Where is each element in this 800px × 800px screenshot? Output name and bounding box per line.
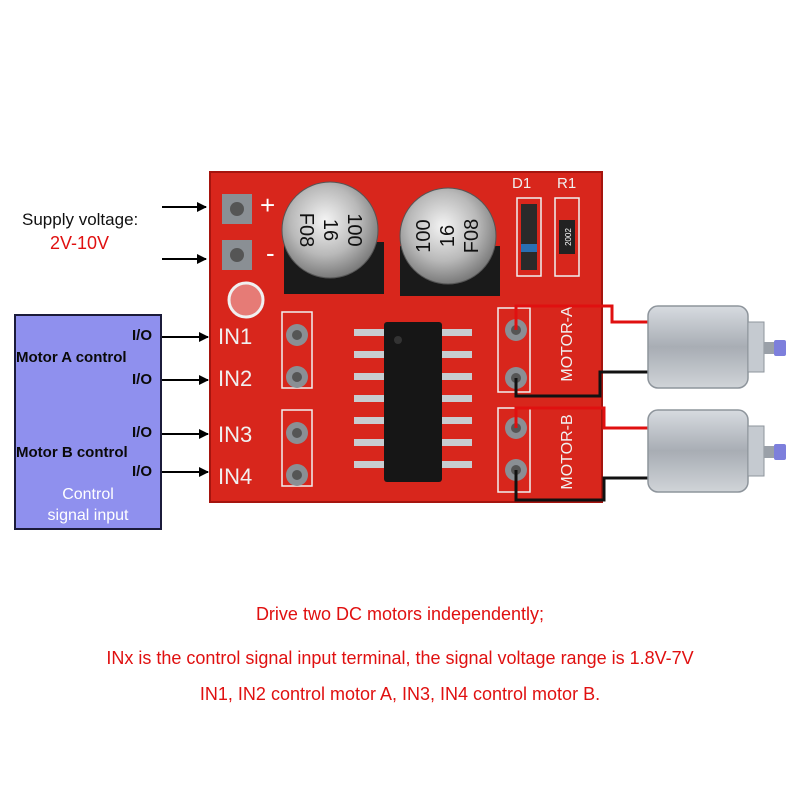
- driver-ic: [384, 322, 442, 482]
- pin-label-in4: IN4: [218, 464, 252, 489]
- minus-marking: -: [266, 238, 275, 268]
- control-signal-caption: Control signal input: [14, 484, 162, 526]
- caption-line-2: INx is the control signal input terminal…: [106, 648, 694, 668]
- control-signal-box: [14, 314, 162, 530]
- r1-outline: [554, 197, 580, 277]
- motor-b-terminal-outline: [497, 407, 531, 493]
- capacitor-1: [281, 181, 379, 279]
- capacitor-2: [399, 187, 497, 285]
- motor-a-black-wire: [514, 370, 650, 398]
- motor-b-silkscreen: MOTOR-B: [559, 414, 576, 489]
- plus-marking: +: [260, 190, 275, 220]
- in-pin-pads: [286, 324, 308, 486]
- motor-b-black-wire: [514, 470, 650, 502]
- motor-b: [647, 409, 786, 493]
- motor-b-red-wire: [514, 406, 650, 430]
- cap2-mark-code: F08: [461, 219, 483, 253]
- cap2-mark-voltage: 16: [437, 225, 459, 247]
- resistor-code: 2002: [564, 228, 573, 246]
- d1-outline: [516, 197, 542, 277]
- cap2-mark-value: 100: [413, 219, 435, 252]
- motor-a-terminal-outline: [497, 307, 531, 393]
- pin-label-in1: IN1: [218, 324, 252, 349]
- io-label-in4: I/O: [132, 463, 153, 480]
- caption-line-1: Drive two DC motors independently;: [255, 604, 545, 624]
- diode-d1: [521, 204, 537, 270]
- cap1-mark-value: 100: [343, 213, 365, 246]
- supply-voltage-label: Supply voltage:: [22, 210, 139, 229]
- io-label-in2: I/O: [132, 371, 153, 388]
- caption-line-3: IN1, IN2 control motor A, IN3, IN4 contr…: [199, 684, 601, 704]
- ic-pins: [354, 329, 472, 468]
- io-label-in3: I/O: [132, 424, 153, 441]
- io-label-in1: I/O: [132, 327, 153, 344]
- mounting-hole: [227, 281, 265, 319]
- motor-a: [647, 305, 786, 389]
- control-caption-line2: signal input: [47, 507, 129, 524]
- r1-label: R1: [557, 175, 576, 192]
- motor-a-control-label: Motor A control: [16, 349, 127, 366]
- d1-label: D1: [512, 175, 531, 192]
- pin-label-in2: IN2: [218, 366, 252, 391]
- cap1-mark-code: F08: [295, 213, 317, 247]
- motor-a-red-wire: [514, 304, 648, 330]
- pin-label-in3: IN3: [218, 422, 252, 447]
- motor-a-silkscreen: MOTOR-A: [559, 306, 576, 382]
- cap1-mark-voltage: 16: [319, 219, 341, 241]
- resistor-r1: [559, 220, 575, 254]
- motor-b-control-label: Motor B control: [16, 444, 128, 461]
- supply-voltage-range: 2V-10V: [50, 233, 110, 253]
- control-caption-line1: Control: [62, 486, 114, 503]
